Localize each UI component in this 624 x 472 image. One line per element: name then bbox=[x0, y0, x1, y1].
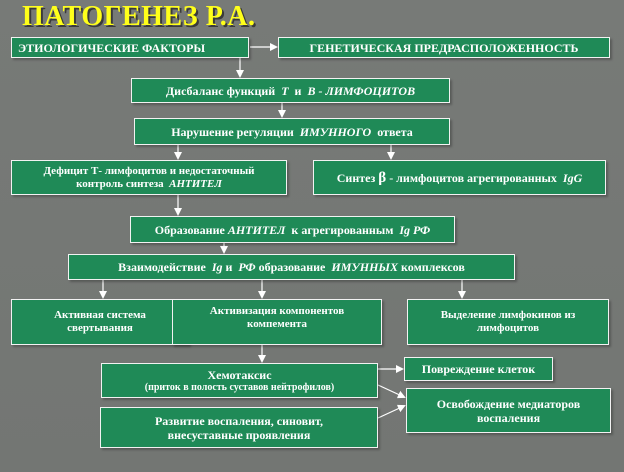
interaction-post: комплексов bbox=[398, 260, 465, 274]
coagulation-text: Активная система свертывания bbox=[54, 309, 146, 335]
interaction-ig: Ig bbox=[211, 260, 223, 274]
lymphokine-release-text: Выделение лимфокинов из лимфоцитов bbox=[441, 309, 576, 335]
interaction-immune: ИМУННЫХ bbox=[331, 260, 399, 274]
inflammation-line1: Развитие воспаления, синовит, bbox=[154, 413, 324, 428]
genetic-predisposition-box: ГЕНЕТИЧЕСКАЯ ПРЕДРАСПОЛОЖЕННОСТЬ bbox=[278, 37, 610, 58]
regulation-immune: ИМУННОГО bbox=[299, 124, 372, 139]
imbalance-t: Т bbox=[281, 83, 289, 98]
arrow-chemotaxis-mediators bbox=[377, 384, 406, 399]
arrow-inflammation-mediators bbox=[377, 404, 406, 419]
synthesis-igg: IgG bbox=[562, 170, 583, 185]
t-lymphocyte-deficit-text: Дефицит Т- лимфоцитов и недостаточный ко… bbox=[43, 165, 254, 191]
complement-activation-text: Активизация компонентов компемента bbox=[210, 305, 344, 331]
complement-line2: компемента bbox=[247, 318, 307, 330]
interaction-pre: Взаимодействие bbox=[118, 260, 212, 274]
antibodies-igrf: Ig РФ bbox=[399, 222, 431, 237]
mediators-line1: Освобождение медиаторов bbox=[436, 396, 581, 411]
imbalance-pre: Дисбаланс функций bbox=[165, 83, 282, 98]
lymphocyte-imbalance-box: Дисбаланс функций Т и В - ЛИМФОЦИТОВ bbox=[131, 78, 450, 103]
antibody-formation-box: Образование АНТИТЕЛ к агрегированным Ig … bbox=[130, 216, 455, 243]
regulation-pre: Нарушение регуляции bbox=[171, 124, 300, 139]
imbalance-mid: и bbox=[288, 83, 308, 98]
interaction-mid: образование bbox=[255, 260, 332, 274]
coagulation-line2: свертывания bbox=[67, 322, 133, 334]
mediator-release-text: Освобождение медиаторов воспаления bbox=[437, 397, 580, 425]
page-title: ПАТОГЕНЕЗ Р.А. bbox=[22, 1, 256, 32]
t-lymphocyte-deficit-box: Дефицит Т- лимфоцитов и недостаточный ко… bbox=[11, 160, 287, 195]
igg-synthesis-text: Синтез β - лимфоцитов агрегированных IgG bbox=[336, 169, 583, 186]
regulation-post: ответа bbox=[371, 124, 413, 139]
deficit-line1: Дефицит Т- лимфоцитов и недостаточный bbox=[43, 164, 255, 177]
etiology-factors-box: ЭТИОЛОГИЧЕСКИЕ ФАКТОРЫ bbox=[11, 37, 249, 58]
lymphokine-release-box: Выделение лимфокинов из лимфоцитов bbox=[407, 299, 609, 345]
interaction-and: и bbox=[222, 260, 239, 274]
imbalance-b: В - ЛИМФОЦИТОВ bbox=[307, 83, 416, 98]
mediators-line2: воспаления bbox=[476, 410, 541, 425]
complement-line1: Активизация компонентов bbox=[209, 305, 345, 317]
igg-synthesis-box: Синтез β - лимфоцитов агрегированных IgG bbox=[313, 160, 606, 195]
deficit-line2-italic: АНТИТЕЛ bbox=[169, 177, 222, 190]
genetic-predisposition-text: ГЕНЕТИЧЕСКАЯ ПРЕДРАСПОЛОЖЕННОСТЬ bbox=[309, 40, 579, 55]
inflammation-line2: внесуставные проявления bbox=[167, 427, 311, 442]
coagulation-box: Активная система свертывания bbox=[11, 299, 189, 345]
immune-complex-text: Взаимодействие Ig и РФ образование ИМУНН… bbox=[118, 260, 465, 274]
interaction-rf: РФ bbox=[238, 260, 256, 274]
deficit-line2: контроль синтеза АНТИТЕЛ bbox=[43, 178, 254, 191]
cell-damage-box: Повреждение клеток bbox=[404, 357, 553, 381]
chemotaxis-box: Хемотаксис (приток в полость суставов не… bbox=[101, 363, 378, 398]
antibodies-ab: АНТИТЕЛ bbox=[227, 222, 286, 237]
chemotaxis-line2: (приток в полость суставов нейтрофилов) bbox=[144, 381, 335, 393]
synthesis-beta: β bbox=[378, 169, 387, 186]
cell-damage-text: Повреждение клеток bbox=[421, 362, 536, 376]
synthesis-mid: - лимфоцитов агрегированных bbox=[386, 170, 563, 185]
synthesis-pre: Синтез bbox=[336, 170, 379, 185]
inflammation-box: Развитие воспаления, синовит, внесуставн… bbox=[100, 407, 378, 448]
antibodies-mid: к агрегированным bbox=[285, 222, 400, 237]
complement-activation-box: Активизация компонентов компемента bbox=[172, 299, 382, 345]
antibody-formation-text: Образование АНТИТЕЛ к агрегированным Ig … bbox=[155, 223, 431, 237]
inflammation-text: Развитие воспаления, синовит, внесуставн… bbox=[155, 414, 323, 442]
chemotaxis-text: Хемотаксис (приток в полость суставов не… bbox=[145, 368, 335, 394]
antibodies-pre: Образование bbox=[154, 222, 228, 237]
regulation-disorder-box: Нарушение регуляции ИМУННОГО ответа bbox=[134, 118, 450, 145]
chemotaxis-line1: Хемотаксис bbox=[207, 367, 272, 382]
etiology-factors-text: ЭТИОЛОГИЧЕСКИЕ ФАКТОРЫ bbox=[18, 40, 206, 55]
deficit-line2-pre: контроль синтеза bbox=[76, 177, 170, 190]
coagulation-line1: Активная система bbox=[54, 309, 146, 321]
immune-complex-box: Взаимодействие Ig и РФ образование ИМУНН… bbox=[68, 254, 515, 280]
lymphocyte-imbalance-text: Дисбаланс функций Т и В - ЛИМФОЦИТОВ bbox=[166, 84, 415, 98]
lymphokines-line2: лимфоцитов bbox=[476, 322, 540, 334]
regulation-disorder-text: Нарушение регуляции ИМУННОГО ответа bbox=[171, 125, 413, 139]
lymphokines-line1: Выделение лимфокинов из bbox=[440, 309, 576, 321]
mediator-release-box: Освобождение медиаторов воспаления bbox=[406, 388, 611, 433]
